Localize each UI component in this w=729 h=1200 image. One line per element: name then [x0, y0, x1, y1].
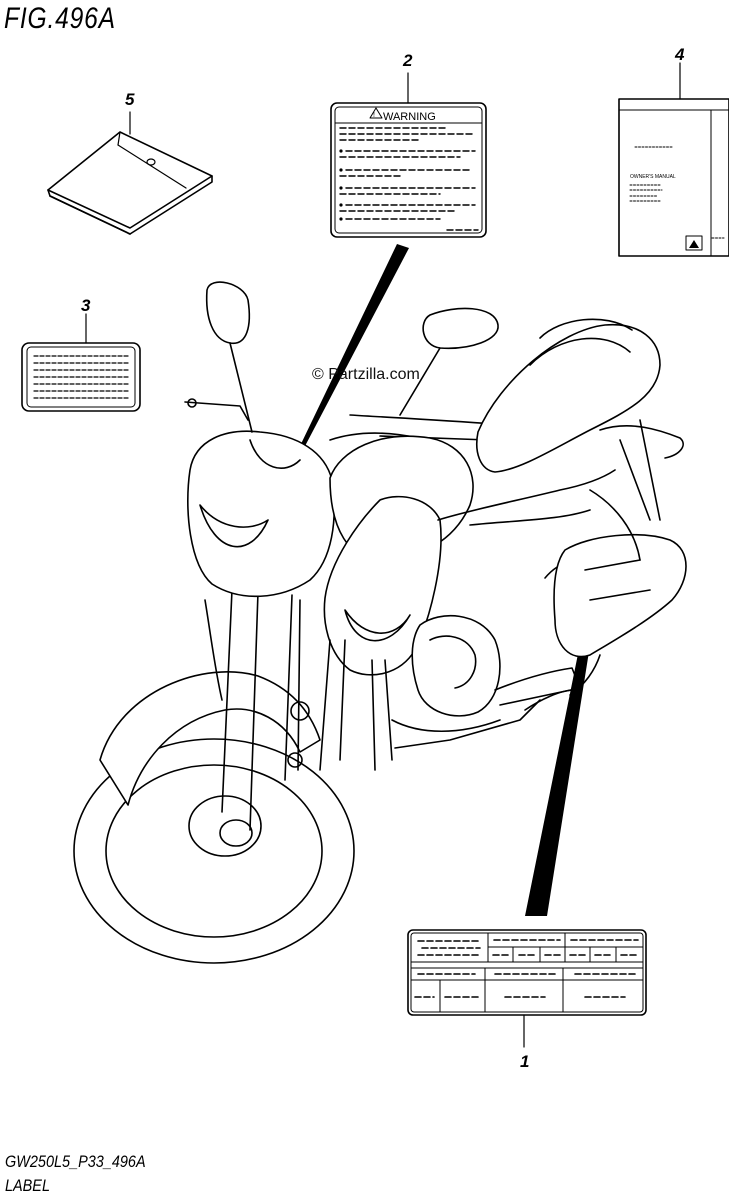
callout-3: 3: [81, 296, 91, 315]
motorcycle-outline: [73, 281, 687, 964]
diagram-code: GW250L5_P33_496A: [5, 1152, 146, 1171]
part-1-info-label: [407, 929, 647, 1048]
watermark: © Partzilla.com: [312, 366, 420, 383]
figure-title: FIG.496A: [4, 2, 116, 35]
manual-title: OWNER'S MANUAL: [630, 174, 676, 180]
warning-label-heading: WARNING: [383, 111, 436, 123]
leader-wedge-2: [300, 244, 409, 448]
callout-5: 5: [125, 90, 135, 109]
warning-icon: !: [373, 112, 375, 119]
part-3-small-label: [21, 313, 141, 412]
callout-2: 2: [403, 51, 413, 70]
callout-4: 4: [675, 45, 685, 64]
part-2-warning-label: [330, 72, 487, 238]
part-4-owners-manual: [618, 62, 729, 257]
part-5-pouch: [47, 111, 213, 235]
callout-1: 1: [520, 1052, 530, 1071]
diagram-caption: LABEL: [5, 1176, 50, 1195]
